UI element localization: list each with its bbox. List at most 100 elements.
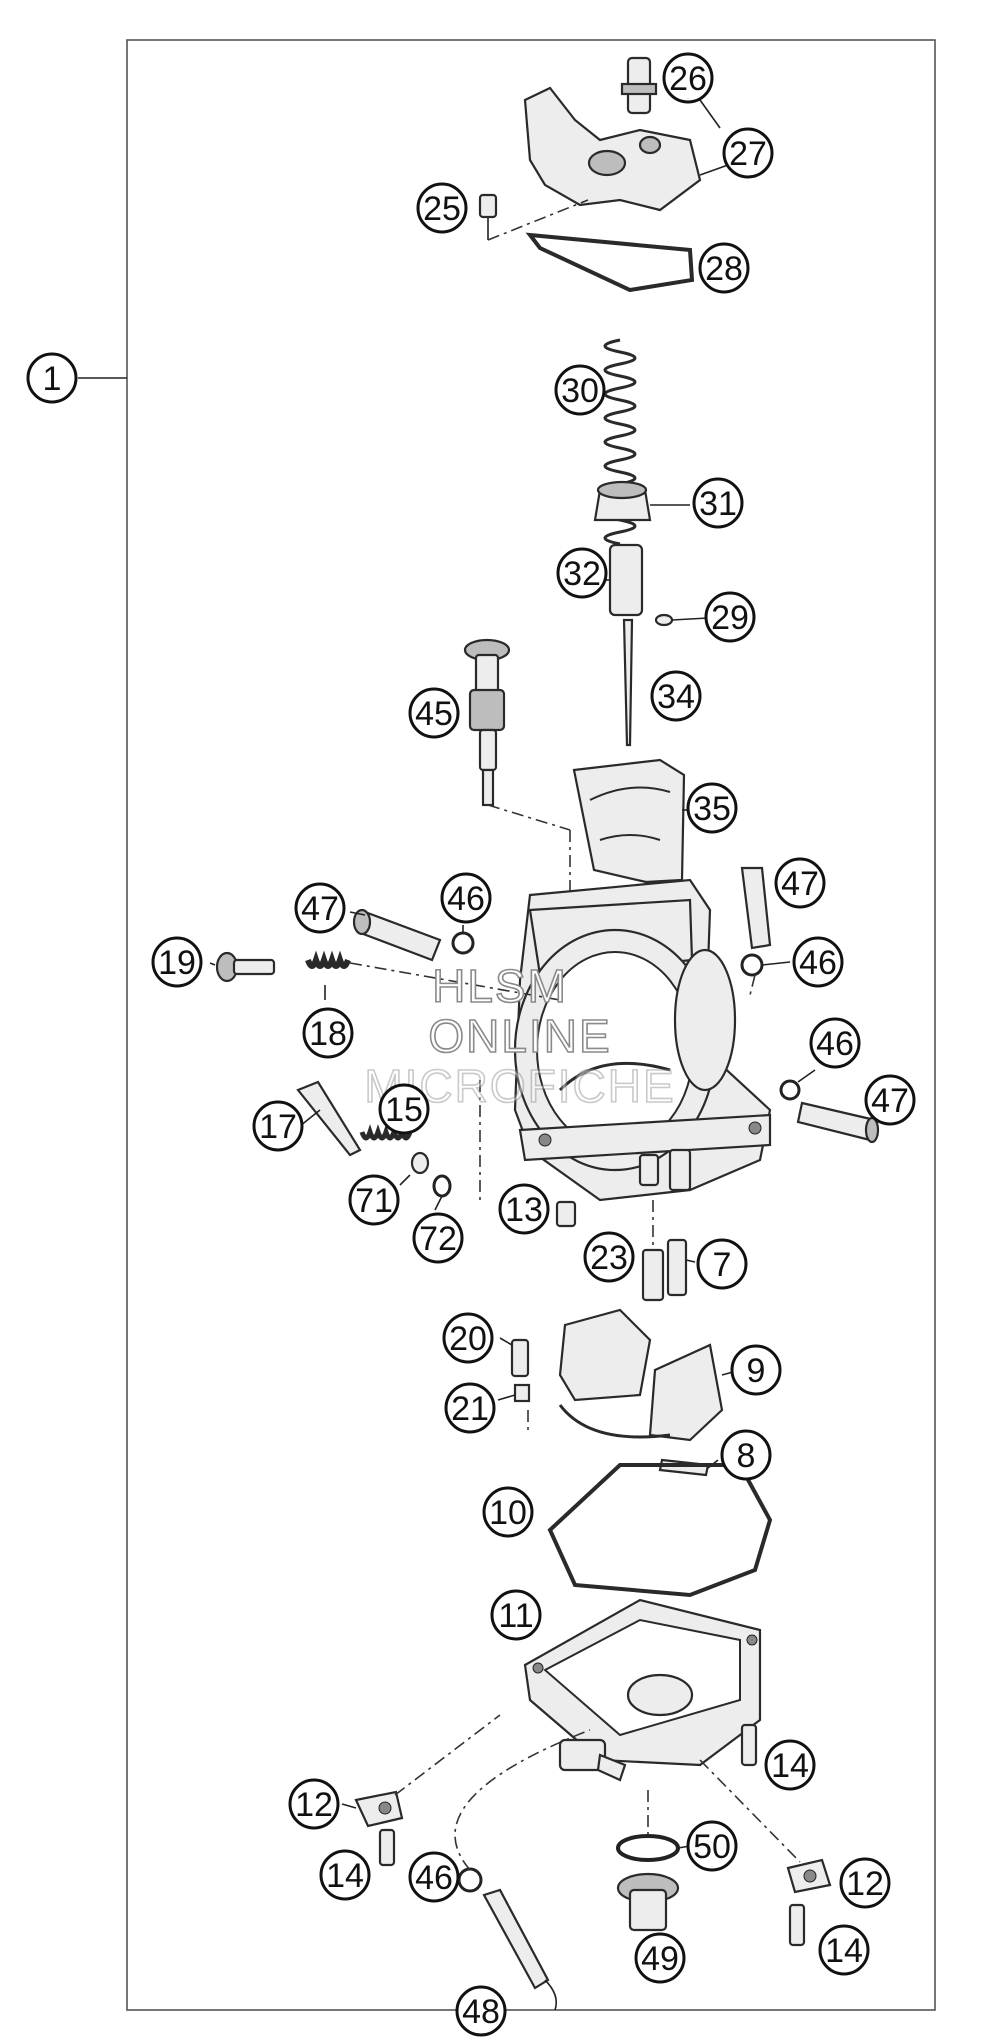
callout-circle	[442, 1312, 494, 1364]
part-25-screw	[478, 193, 589, 241]
callout-circle	[764, 1739, 816, 1791]
callout-27: 27	[722, 127, 774, 179]
part-34-jet-needle	[622, 618, 634, 747]
callout-circle	[416, 182, 468, 234]
callout-32: 32	[556, 547, 608, 599]
part-14-screw-left	[378, 1828, 396, 1867]
part-23-main-jet	[641, 1200, 665, 1302]
part-12-bracket-right	[699, 1759, 832, 1894]
callout-circle	[583, 1231, 635, 1283]
callout-label: 12	[295, 1786, 333, 1824]
callout-label: 46	[447, 880, 485, 918]
callout-circle	[302, 1007, 354, 1059]
part-20-float-needle	[499, 1337, 530, 1378]
callout-circle	[650, 670, 702, 722]
callout-23: 23	[583, 1231, 635, 1283]
callout-47: 47	[864, 1074, 916, 1126]
callout-label: 17	[259, 1108, 297, 1146]
callout-circle	[696, 1238, 748, 1290]
callout-circle	[444, 1382, 496, 1434]
part-7-pilot-jet	[666, 1238, 696, 1297]
callout-8: 8	[720, 1429, 772, 1481]
callout-45: 45	[408, 687, 460, 739]
part-27-top-cover	[523, 86, 729, 212]
callout-circle	[482, 1486, 534, 1538]
callout-label: 14	[825, 1932, 863, 1970]
part-50-o-ring	[616, 1790, 691, 1862]
callout-28: 28	[698, 242, 750, 294]
callout-label: 9	[747, 1352, 766, 1390]
callout-25: 25	[416, 182, 468, 234]
callout-circle	[662, 52, 714, 104]
svg-text:ONLINE: ONLINE	[428, 1010, 611, 1062]
callout-21: 21	[444, 1382, 496, 1434]
part-12-bracket-left	[341, 1714, 501, 1828]
callout-14: 14	[319, 1849, 371, 1901]
callout-label: 1	[43, 360, 62, 398]
callout-circle	[252, 1100, 304, 1152]
part-45-air-screw	[463, 638, 571, 900]
callout-12: 12	[839, 1857, 891, 1909]
part-11-float-bowl	[523, 1598, 762, 1782]
callout-label: 11	[498, 1597, 533, 1635]
callout-label: 31	[699, 485, 737, 523]
callout-31: 31	[692, 477, 744, 529]
part-71-washer	[399, 1151, 430, 1186]
callout-circle	[440, 872, 492, 924]
part-46-clamp-lower-right	[779, 1069, 816, 1101]
callout-30: 30	[554, 364, 606, 416]
callout-circle	[288, 1778, 340, 1830]
part-17-screw	[296, 1080, 362, 1157]
svg-text:HLSM: HLSM	[432, 960, 568, 1012]
part-28-gasket	[525, 232, 695, 293]
callout-label: 15	[385, 1091, 423, 1129]
part-47-tube-lower-right	[796, 1101, 880, 1144]
callout-label: 14	[326, 1857, 364, 1895]
callout-14: 14	[764, 1739, 816, 1791]
callout-label: 28	[705, 250, 743, 288]
callout-34: 34	[650, 670, 702, 722]
part-47-tube-left	[349, 908, 442, 962]
part-29-clip	[654, 613, 709, 627]
callout-label: 45	[415, 695, 453, 733]
callout-circle	[839, 1857, 891, 1909]
callout-label: 19	[158, 944, 196, 982]
callout-label: 20	[449, 1320, 487, 1358]
part-72-o-ring	[432, 1174, 452, 1211]
callout-71: 71	[348, 1174, 400, 1226]
part-21-clip	[497, 1383, 531, 1435]
part-31-cap	[593, 480, 690, 522]
part-10-gasket	[547, 1463, 773, 1598]
callout-circle	[686, 1820, 738, 1872]
part-26-nipple	[620, 56, 721, 129]
part-35-throttle-slide	[572, 758, 695, 884]
part-46-clamp-right	[740, 953, 791, 996]
callout-circle	[294, 882, 346, 934]
callout-circle	[634, 1932, 686, 1984]
callout-circle	[378, 1083, 430, 1135]
callout-circle	[556, 547, 608, 599]
part-18-spring	[305, 950, 561, 1001]
callout-circle	[490, 1589, 542, 1641]
callout-47: 47	[294, 882, 346, 934]
part-8-float-pin	[658, 1458, 719, 1477]
watermark: HLSM ONLINE MICROFICHE	[364, 959, 675, 1113]
callout-10: 10	[482, 1486, 534, 1538]
part-49-drain-plug	[616, 1872, 680, 1932]
callout-circle	[686, 782, 738, 834]
callout-label: 18	[309, 1015, 347, 1053]
callout-29: 29	[704, 591, 756, 643]
callout-circle	[554, 364, 606, 416]
callout-label: 25	[423, 190, 461, 228]
callout-label: 23	[590, 1239, 628, 1277]
callout-46: 46	[408, 1851, 460, 1903]
callout-label: 46	[816, 1025, 854, 1063]
callout-49: 49	[634, 1932, 686, 1984]
callout-label: 32	[563, 555, 601, 593]
callout-circle	[408, 1851, 460, 1903]
callout-13: 13	[498, 1183, 550, 1235]
callout-circle	[348, 1174, 400, 1226]
callout-label: 49	[641, 1940, 679, 1978]
callout-label: 10	[489, 1494, 527, 1532]
callout-label: 12	[846, 1865, 884, 1903]
